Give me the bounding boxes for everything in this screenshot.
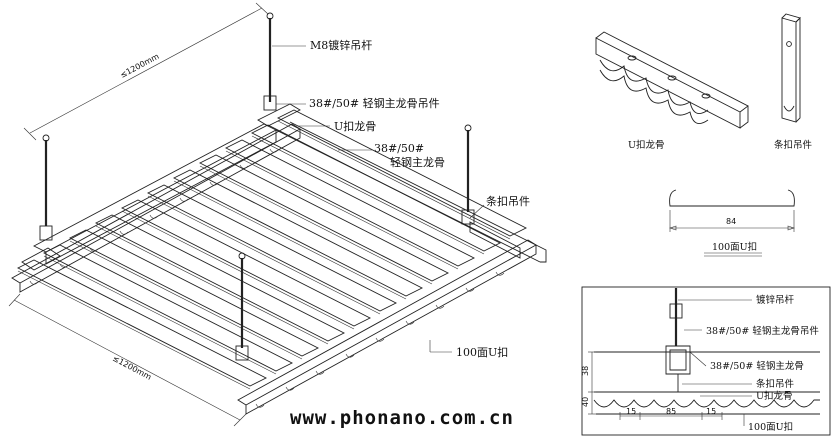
section-dim-15-right: 15 (706, 407, 716, 416)
main-keel-left (21, 123, 277, 271)
section-label-hanger: 38#/50# 轻钢主龙骨吊件 (706, 325, 819, 337)
u-keel-detail-label: U扣龙骨 (628, 139, 665, 151)
panel-profile: 84 100面U扣 (669, 189, 795, 257)
label-panel: 100面U扣 (456, 345, 508, 359)
website-watermark: www.phonano.com.cn (290, 407, 514, 429)
section-dim-15-left: 15 (626, 407, 636, 416)
panel-slats (17, 109, 527, 390)
top-dimension: ≤1200mm (23, 2, 269, 141)
section-dim-40: 40 (581, 397, 590, 407)
panel-width-value: 84 (726, 217, 736, 226)
hanger-rods (39, 12, 475, 361)
strip-hanger-detail-label: 条扣吊件 (774, 139, 813, 151)
u-keel-detail: U扣龙骨 (595, 31, 749, 151)
section-label-panel: 100面U扣 (748, 421, 793, 433)
section-dim-85: 85 (666, 407, 676, 416)
label-main-keel-hanger: 38#/50# 轻钢主龙骨吊件 (309, 96, 440, 110)
u-keel-left (11, 123, 301, 293)
label-rod: M8镀锌吊杆 (310, 38, 372, 52)
section-label-strip-hanger: 条扣吊件 (756, 378, 795, 390)
bottom-dimension: ≤1200mm (8, 293, 247, 427)
section-label-rod: 镀锌吊杆 (756, 294, 795, 306)
isometric-ceiling-assembly: ≤1200mm ≤1200mm (8, 2, 547, 427)
label-main-keel-a: 38#/50# (374, 142, 424, 155)
section-view: 38 40 15 85 15 镀锌吊杆 38#/50# 轻钢主龙骨吊件 38#/… (581, 286, 831, 436)
u-keel-right (237, 239, 537, 415)
section-label-main-keel: 38#/50# 轻钢主龙骨 (710, 360, 804, 372)
bottom-dimension-label: ≤1200mm (111, 354, 153, 382)
label-u-keel: U扣龙骨 (334, 119, 376, 133)
leader-lines (272, 45, 485, 353)
label-strip-hanger: 条扣吊件 (486, 194, 530, 208)
strip-hanger-detail: 条扣吊件 (774, 13, 813, 151)
panel-profile-label: 100面U扣 (712, 241, 757, 253)
section-dim-38: 38 (581, 366, 590, 376)
main-keel-right (257, 103, 547, 263)
section-label-u-keel: U扣龙骨 (756, 390, 793, 402)
label-main-keel-b: 轻钢主龙骨 (390, 155, 445, 169)
